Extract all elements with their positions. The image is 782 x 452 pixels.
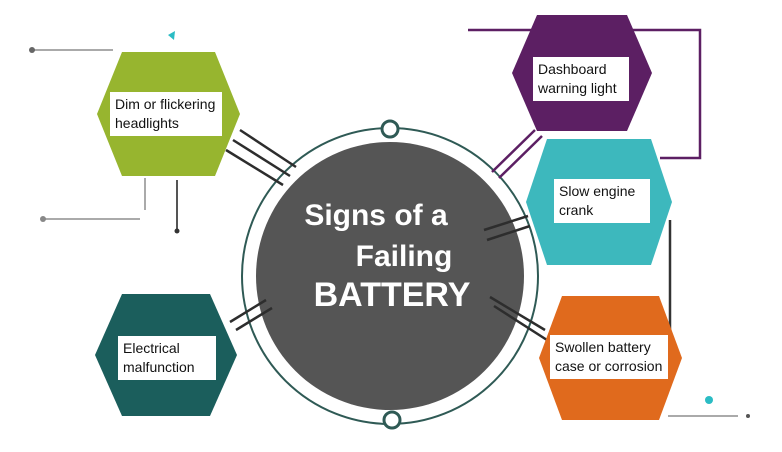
purple-connectors <box>491 129 543 179</box>
label-swollen-battery: Swollen battery case or corrosion <box>550 335 668 379</box>
dot-top-left <box>29 47 35 53</box>
label-electrical-malfunction: Electrical malfunction <box>118 336 216 380</box>
dot-bottom-right <box>746 414 750 418</box>
title-line-3: BATTERY <box>313 276 471 314</box>
ring-knob-top <box>380 119 400 139</box>
triangle-marker <box>168 31 175 40</box>
dot-green-bottom <box>174 228 180 234</box>
label-slow-engine-crank: Slow engine crank <box>554 179 650 223</box>
dot-teal <box>705 396 713 404</box>
decorative-lines <box>32 49 738 417</box>
connectors <box>225 128 548 342</box>
label-dashboard-warning: Dashboard warning light <box>533 57 629 101</box>
label-dim-headlights: Dim or flickering headlights <box>110 92 222 136</box>
ring-knob-bottom <box>382 410 402 430</box>
dot-left <box>40 216 46 222</box>
center-circle <box>256 142 524 410</box>
title-line-2: Failing <box>355 240 453 273</box>
title-line-1: Signs of a <box>304 199 448 232</box>
